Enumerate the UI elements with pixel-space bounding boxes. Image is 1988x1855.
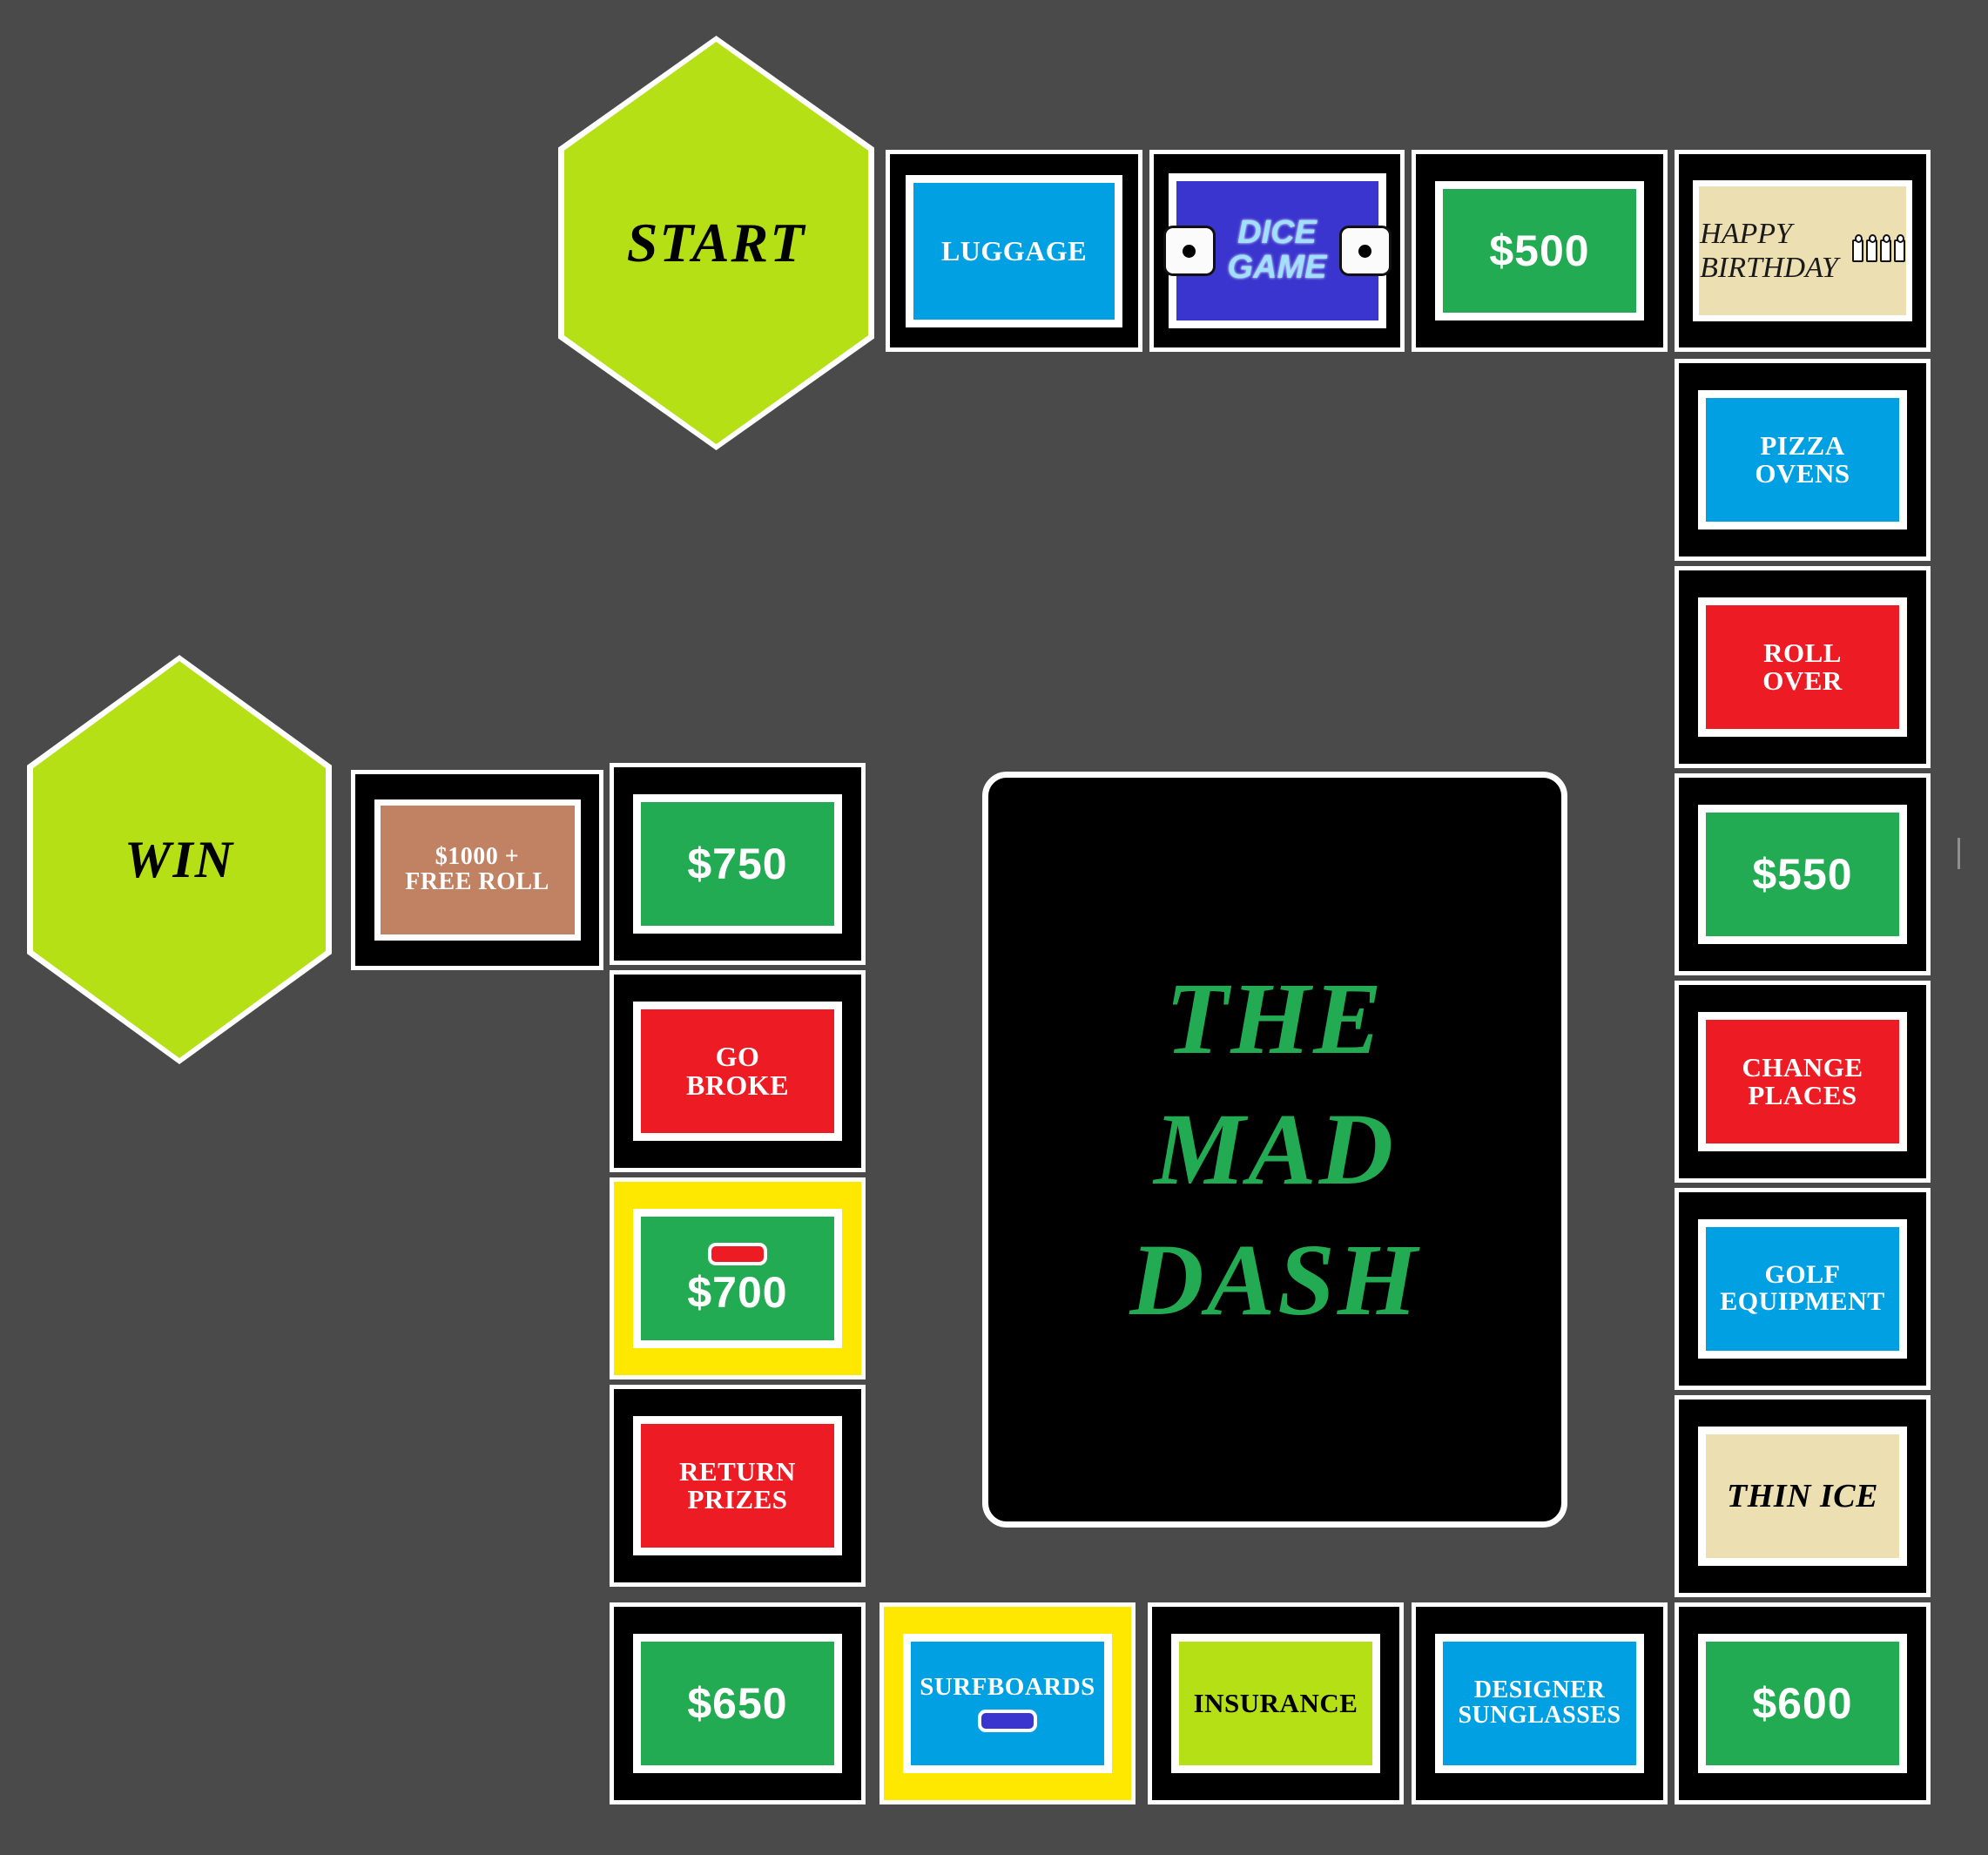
- space-650-panel: $650: [633, 1634, 842, 1773]
- dice-icon: [1338, 226, 1392, 276]
- space-pizza-ovens-panel: PIZZA OVENS: [1698, 390, 1907, 530]
- space-500-label: $500: [1489, 226, 1590, 275]
- space-happy-birthday-label: HAPPY BIRTHDAY: [1700, 217, 1838, 284]
- space-golf-equipment[interactable]: GOLF EQUIPMENT: [1675, 1188, 1931, 1390]
- space-700[interactable]: $700: [610, 1177, 866, 1379]
- space-roll-over[interactable]: ROLL OVER: [1675, 566, 1931, 768]
- birthday-candles-icon: [1851, 234, 1905, 262]
- space-surfboards-label: SURFBOARDS: [920, 1673, 1095, 1702]
- space-designer-sunglasses-label: DESIGNER SUNGLASSES: [1458, 1676, 1621, 1729]
- bonus-badge-icon: [708, 1242, 767, 1265]
- space-luggage[interactable]: LUGGAGE: [886, 150, 1142, 352]
- space-750-label: $750: [687, 839, 788, 888]
- center-logo-panel: THE MAD DASH: [982, 772, 1567, 1528]
- space-luggage-label: LUGGAGE: [940, 234, 1088, 266]
- space-thin-ice-panel: THIN ICE: [1698, 1427, 1907, 1566]
- space-1000-free-roll[interactable]: $1000 + FREE ROLL: [351, 770, 603, 970]
- dice-pip: [1358, 244, 1371, 258]
- space-happy-birthday-panel: HAPPY BIRTHDAY: [1693, 180, 1912, 321]
- birthday-content: HAPPY BIRTHDAY: [1699, 217, 1906, 285]
- space-750-panel: $750: [633, 794, 842, 934]
- space-luggage-panel: LUGGAGE: [906, 174, 1122, 327]
- space-750[interactable]: $750: [610, 763, 866, 965]
- start-label: START: [626, 212, 806, 273]
- space-650-label: $650: [687, 1678, 788, 1728]
- space-roll-over-label: ROLL OVER: [1762, 637, 1843, 696]
- space-700-panel: $700: [633, 1209, 842, 1348]
- space-insurance-label: INSURANCE: [1193, 1688, 1358, 1719]
- start-space[interactable]: START: [558, 36, 874, 450]
- space-go-broke[interactable]: GO BROKE: [610, 970, 866, 1172]
- space-return-prizes-label: RETURN PRIZES: [679, 1456, 796, 1514]
- space-dice-game-panel: DICE GAME: [1162, 173, 1392, 328]
- space-dice-game-label: DICE GAME: [1227, 214, 1327, 286]
- space-change-places-panel: CHANGE PLACES: [1698, 1012, 1907, 1151]
- space-600[interactable]: $600: [1675, 1602, 1931, 1804]
- win-space[interactable]: WIN: [27, 655, 332, 1064]
- space-designer-sunglasses-panel: DESIGNER SUNGLASSES: [1435, 1634, 1644, 1773]
- dice-icon: [1162, 226, 1216, 276]
- space-1000-free-roll-panel: $1000 + FREE ROLL: [374, 799, 581, 941]
- edge-marker: [1958, 838, 1960, 869]
- space-designer-sunglasses[interactable]: DESIGNER SUNGLASSES: [1412, 1602, 1668, 1804]
- space-550[interactable]: $550: [1675, 773, 1931, 975]
- space-thin-ice-label: THIN ICE: [1727, 1477, 1878, 1514]
- space-550-panel: $550: [1698, 805, 1907, 944]
- space-surfboards[interactable]: SURFBOARDS: [879, 1602, 1136, 1804]
- space-550-label: $550: [1752, 849, 1853, 899]
- space-dice-game[interactable]: DICE GAME: [1149, 150, 1405, 352]
- space-go-broke-label: GO BROKE: [685, 1041, 790, 1101]
- space-golf-equipment-label: GOLF EQUIPMENT: [1720, 1260, 1885, 1316]
- space-return-prizes[interactable]: RETURN PRIZES: [610, 1385, 866, 1587]
- space-happy-birthday[interactable]: HAPPY BIRTHDAY: [1675, 150, 1931, 352]
- space-return-prizes-panel: RETURN PRIZES: [633, 1416, 842, 1555]
- space-insurance-panel: INSURANCE: [1171, 1634, 1380, 1773]
- space-change-places-label: CHANGE PLACES: [1742, 1052, 1863, 1110]
- board-title-line-2: MAD: [1154, 1092, 1396, 1207]
- space-600-label: $600: [1752, 1678, 1853, 1728]
- space-650[interactable]: $650: [610, 1602, 866, 1804]
- board-title-line-1: THE: [1165, 961, 1385, 1076]
- space-go-broke-panel: GO BROKE: [633, 1002, 842, 1141]
- space-500[interactable]: $500: [1412, 150, 1668, 352]
- dice-row: DICE GAME: [1162, 214, 1392, 286]
- start-space-inner: START: [564, 42, 868, 444]
- space-1000-free-roll-label: $1000 + FREE ROLL: [405, 843, 549, 895]
- space-change-places[interactable]: CHANGE PLACES: [1675, 981, 1931, 1183]
- space-pizza-ovens[interactable]: PIZZA OVENS: [1675, 359, 1931, 561]
- space-surfboards-panel: SURFBOARDS: [903, 1634, 1112, 1773]
- win-space-inner: WIN: [33, 661, 326, 1058]
- space-700-label: $700: [687, 1267, 788, 1317]
- surfboard-badge-icon: [978, 1709, 1037, 1732]
- space-500-panel: $500: [1435, 181, 1644, 320]
- space-pizza-ovens-label: PIZZA OVENS: [1755, 430, 1850, 489]
- dice-pip: [1183, 244, 1196, 258]
- win-label: WIN: [124, 830, 235, 888]
- space-roll-over-panel: ROLL OVER: [1698, 597, 1907, 737]
- space-golf-equipment-panel: GOLF EQUIPMENT: [1698, 1219, 1907, 1359]
- space-600-panel: $600: [1698, 1634, 1907, 1773]
- space-thin-ice[interactable]: THIN ICE: [1675, 1395, 1931, 1597]
- space-insurance[interactable]: INSURANCE: [1148, 1602, 1404, 1804]
- board-title-line-3: DASH: [1129, 1222, 1420, 1337]
